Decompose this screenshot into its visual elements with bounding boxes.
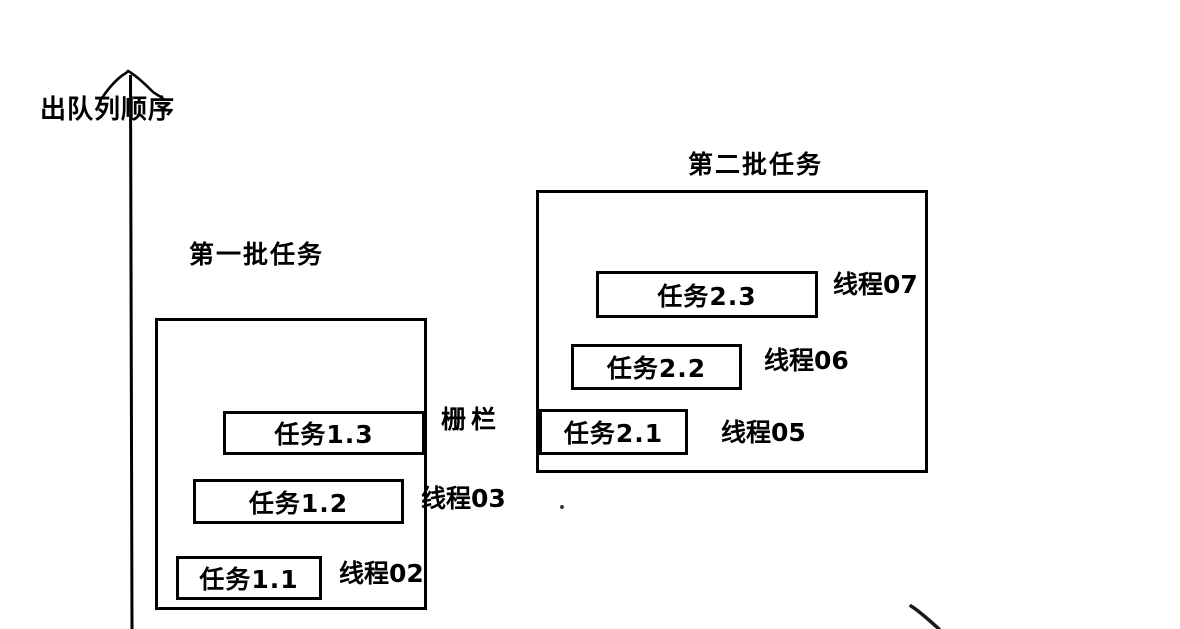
task-label-1-2: 任务1.2 [248, 488, 349, 518]
thread-label-06: 线程06 [764, 346, 849, 375]
task-box-1-3: 任务1.3 [223, 411, 425, 455]
task-box-1-1: 任务1.1 [176, 556, 322, 600]
batch2-title: 第二批任务 [688, 150, 824, 179]
thread-label-02: 线程02 [339, 559, 424, 588]
task-box-2-1: 任务2.1 [539, 409, 688, 455]
stray-stroke [909, 604, 941, 629]
task-label-2-2: 任务2.2 [606, 354, 707, 383]
task-label-2-3: 任务2.3 [657, 281, 757, 311]
task-label-1-1: 任务1.1 [199, 565, 299, 594]
task-label-2-1: 任务2.1 [563, 419, 664, 448]
task-box-2-3: 任务2.3 [596, 271, 818, 318]
batch1-box [155, 318, 427, 610]
batch1-title: 第一批任务 [189, 240, 325, 269]
task-box-1-2: 任务1.2 [193, 479, 404, 524]
axis-label: 出队列顺序 [40, 95, 176, 125]
thread-label-07: 线程07 [833, 270, 918, 299]
task-box-2-2: 任务2.2 [571, 344, 742, 390]
axis-arrowhead-icon [100, 69, 163, 100]
task-label-1-3: 任务1.3 [274, 420, 374, 449]
thread-label-03: 线程03 [421, 484, 506, 513]
thread-label-05: 线程05 [721, 418, 806, 447]
batch2-box [536, 190, 928, 473]
dequeue-axis-line [129, 74, 134, 629]
barrier-label: 栅栏 [441, 405, 502, 434]
stray-dot [560, 505, 564, 509]
